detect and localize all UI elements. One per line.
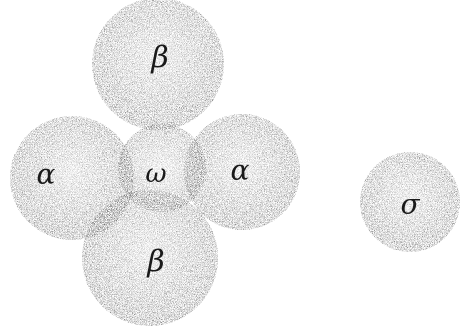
label-bottom-beta: β: [146, 245, 164, 280]
label-isolated-sigma: σ: [400, 188, 420, 221]
label-left-alpha: α: [37, 158, 56, 191]
label-center-omega: ω: [145, 159, 166, 189]
label-right-alpha: α: [231, 154, 250, 187]
label-top-beta: β: [150, 41, 168, 76]
